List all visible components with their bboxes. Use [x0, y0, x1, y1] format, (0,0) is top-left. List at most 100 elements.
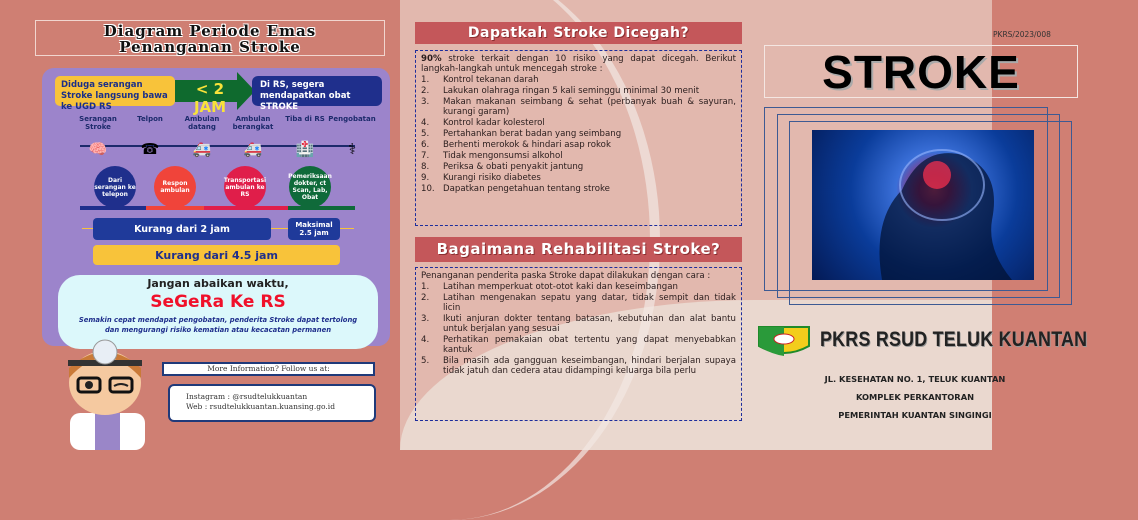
list-number: 4.: [421, 118, 430, 128]
list-text: Kurangi risiko diabetes: [443, 173, 541, 183]
list-item: 3. Makan makanan seimbang & sehat (perban…: [421, 97, 736, 117]
warning-text: Jangan abaikan waktu,: [147, 277, 289, 290]
doctor-illustration: [68, 339, 145, 450]
list-item: 10.Dapatkan pengetahuan tentang stroke: [421, 184, 736, 194]
ambulance-icon: 🚑: [192, 140, 212, 158]
list-item: 4. Perhatikan pemakaian obat tertentu yan…: [421, 335, 736, 355]
hospital-icon: 🏥: [295, 140, 315, 158]
contact-box: Instagram : @rsudtelukkuantan Web : rsud…: [168, 384, 376, 422]
website-link[interactable]: Web : rsudtelukkuantan.kuansing.go.id: [186, 402, 336, 411]
phase-circle: Respon ambulan: [154, 166, 196, 208]
max-2-5-hours-bar: Maksimal 2.5 jam: [288, 218, 340, 240]
list-item: 9. Kurangi risiko diabetes: [421, 173, 736, 183]
phase-bar-3: [204, 206, 288, 210]
timeline-line: [80, 145, 355, 147]
address-line-3: PEMERINTAH KUANTAN SINGINGI: [838, 410, 992, 420]
time-limit: < 2 JAM: [193, 80, 227, 116]
list-number: 1.: [421, 282, 430, 292]
list-text: Tidak mengonsumsi alkohol: [443, 151, 563, 161]
list-item: 5. Bila masih ada gangguan keseimbangan, …: [421, 356, 736, 376]
phase-circle: Pemeriksaan dokter, ct Scan, Lab, Obat: [288, 166, 332, 208]
title-line-1: Diagram Periode Emas: [103, 22, 317, 40]
organization-name: PKRS RSUD TELUK KUANTAN: [820, 328, 1088, 351]
list-text: Periksa & obati penyakit jantung: [443, 162, 584, 172]
list-number: 5.: [421, 129, 430, 139]
prevention-box: 90% stroke terkait dengan 10 risiko yang…: [415, 50, 742, 226]
phase-circle: Transportasi ambulan ke RS: [224, 166, 266, 208]
warning-bubble: Jangan abaikan waktu, SeGeRa Ke RS Semak…: [58, 275, 378, 349]
regency-logo: [758, 326, 810, 356]
list-number: 10.: [421, 184, 435, 194]
phase-bar-2: [146, 206, 204, 210]
list-number: 4.: [421, 335, 430, 345]
rehab-intro: Penanganan penderita paska Stroke dapat …: [421, 271, 711, 281]
list-item: 1. Kontrol tekanan darah: [421, 75, 736, 85]
urgent-text: SeGeRa Ke RS: [150, 292, 286, 312]
prevention-intro-text: stroke terkait dengan 10 risiko yang dap…: [421, 54, 736, 74]
list-item: 5. Pertahankan berat badan yang seimbang: [421, 129, 736, 139]
timeline-step-label: Ambulan berangkat: [232, 115, 274, 131]
list-item: 3. Ikuti anjuran dokter tentang batasan, …: [421, 314, 736, 334]
title-line-2: Penanganan Stroke: [119, 38, 301, 56]
list-text: Bila masih ada gangguan keseimbangan, hi…: [443, 356, 736, 376]
timeline-step-label: Pengobatan: [328, 115, 376, 123]
timeline-step-label: Serangan Stroke: [79, 115, 117, 131]
list-number: 1.: [421, 75, 430, 85]
more-info-banner: More Information? Follow us at:: [162, 362, 375, 376]
list-text: Kontrol kadar kolesterol: [443, 118, 545, 128]
list-text: Ikuti anjuran dokter tentang batasan, ke…: [443, 314, 736, 334]
instagram-link[interactable]: Instagram : @rsudtelukkuantan: [186, 392, 308, 401]
document-code: PKRS/2023/008: [993, 30, 1051, 39]
prevention-heading: Dapatkah Stroke Dicegah?: [415, 22, 742, 44]
timeline-step-label: Ambulan datang: [184, 115, 220, 131]
under-2-hours-bar: Kurang dari 2 jam: [93, 218, 271, 240]
cover-title: STROKE: [764, 45, 1078, 98]
frame-2: [777, 114, 1060, 298]
phase-bar-1: [80, 206, 146, 210]
brain-icon: 🧠: [88, 140, 108, 158]
address-line-2: KOMPLEK PERKANTORAN: [855, 392, 975, 402]
list-item: 2.Latihan mengenakan sepatu yang datar, …: [421, 293, 736, 313]
list-item: 8. Periksa & obati penyakit jantung: [421, 162, 736, 172]
timeline-step-label: Telpon: [137, 115, 163, 123]
list-number: 6.: [421, 140, 430, 150]
list-number: 3.: [421, 314, 430, 324]
list-item: 7. Tidak mengonsumsi alkohol: [421, 151, 736, 161]
rehab-heading: Bagaimana Rehabilitasi Stroke?: [415, 237, 742, 262]
list-number: 8.: [421, 162, 430, 172]
quote-text: Semakin cepat mendapat pengobatan, pende…: [78, 316, 358, 334]
timeline-step-label: Tiba di RS: [285, 115, 325, 123]
list-text: Berhenti merokok & hindari asap rokok: [443, 140, 611, 150]
list-text: Pertahankan berat badan yang seimbang: [443, 129, 622, 139]
under-4-5-hours-bar: Kurang dari 4.5 jam: [93, 245, 340, 265]
list-item: 2.Lakukan olahraga ringan 5 kali semingg…: [421, 86, 736, 96]
treatment-icon: ⚕: [347, 140, 357, 158]
phase-bar-4: [288, 206, 355, 210]
suspect-box: Diduga serangan Stroke langsung bawa ke …: [55, 76, 175, 112]
prevention-intro: 90% stroke terkait dengan 10 risiko yang…: [421, 54, 736, 74]
diagram-title: Diagram Periode Emas Penanganan Stroke: [35, 20, 385, 56]
list-number: 3.: [421, 97, 430, 107]
list-number: 5.: [421, 356, 430, 366]
phone-icon: ☎: [140, 140, 160, 158]
list-item: 6. Berhenti merokok & hindari asap rokok: [421, 140, 736, 150]
hospital-box: Di RS, segera mendapatkan obat STROKE: [252, 76, 382, 112]
frame-1: [764, 107, 1048, 291]
list-item: 1. Latihan memperkuat otot-otot kaki dan …: [421, 282, 736, 292]
rehab-box: Penanganan penderita paska Stroke dapat …: [415, 267, 742, 421]
list-number: 7.: [421, 151, 430, 161]
list-number: 9.: [421, 173, 430, 183]
list-text: Perhatikan pemakaian obat tertentu yang …: [443, 335, 736, 355]
list-text: Kontrol tekanan darah: [443, 75, 539, 85]
list-text: Makan makanan seimbang & sehat (perbanya…: [443, 97, 736, 117]
address-line-1: JL. KESEHATAN NO. 1, TELUK KUANTAN: [824, 374, 1006, 384]
list-text: Latihan memperkuat otot-otot kaki dan ke…: [443, 282, 678, 292]
brain-stroke-image: [812, 130, 1034, 280]
rehab-list: 1. Latihan memperkuat otot-otot kaki dan …: [421, 282, 736, 376]
list-text: Latihan mengenakan sepatu yang datar, ti…: [443, 293, 736, 313]
list-number: 2.: [421, 86, 430, 96]
ambulance-icon: 🚑: [243, 140, 263, 158]
phase-circle: Dari serangan ke telepon: [94, 166, 136, 208]
arrow-icon: [175, 72, 255, 110]
